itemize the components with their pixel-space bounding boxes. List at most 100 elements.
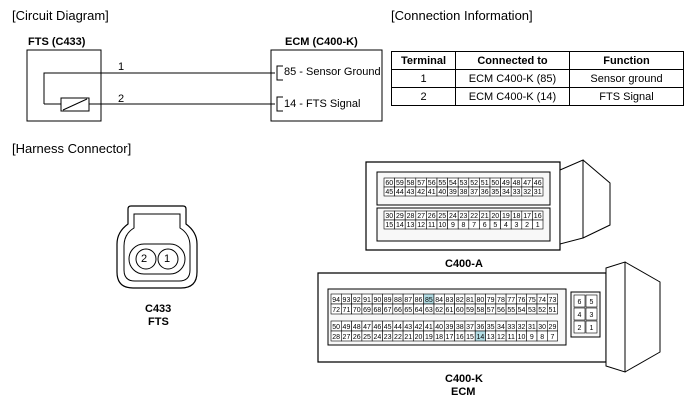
pin-label: 23	[460, 213, 468, 220]
pin-label: 5	[493, 222, 497, 229]
pin-label: 53	[528, 307, 536, 314]
pin-label: 10	[518, 334, 526, 341]
pin-label: 14	[396, 222, 404, 229]
pin-label: 34	[502, 189, 510, 196]
wire-2-label: 2	[118, 93, 125, 105]
pin-label: 57	[487, 307, 495, 314]
pin-label: 19	[502, 213, 510, 220]
pin-label: 3	[515, 222, 519, 229]
pin-label: 39	[446, 324, 454, 331]
pin-label: 39	[449, 189, 457, 196]
pin-cell	[585, 320, 598, 334]
pin-label: 40	[435, 324, 443, 331]
pin-label: 36	[481, 189, 489, 196]
pin-label: 35	[491, 189, 499, 196]
pin-label: 90	[373, 297, 381, 304]
pin-label: 50	[332, 324, 340, 331]
pin-label: 33	[513, 189, 521, 196]
pin-label: 50	[491, 180, 499, 187]
section-circuit-diagram: [Circuit Diagram]	[12, 8, 109, 23]
pin-label: 13	[407, 222, 415, 229]
pin-label: 79	[487, 297, 495, 304]
pin-label: 15	[466, 334, 474, 341]
pin-label: 56	[428, 180, 436, 187]
pin-label: 49	[343, 324, 351, 331]
pin-label: 11	[508, 334, 515, 341]
pin-cell	[573, 307, 586, 321]
pin-label: 43	[407, 189, 415, 196]
pin-label: 17	[523, 213, 531, 220]
pin-label: 60	[385, 180, 393, 187]
pin-label: 1	[590, 325, 594, 332]
pin-cell	[532, 219, 544, 230]
pin-label: 55	[438, 180, 446, 187]
pin-label: 34	[497, 324, 505, 331]
fts-component-label: FTS (C433)	[28, 36, 86, 48]
pin-label: 70	[353, 307, 361, 314]
pin-label: 80	[476, 297, 484, 304]
pin-label: 30	[385, 213, 393, 220]
pin-label: 38	[456, 324, 464, 331]
pin-label: 4	[504, 222, 508, 229]
pin-label: 48	[353, 324, 361, 331]
pin-label: 53	[460, 180, 468, 187]
pin-label: 12	[497, 334, 505, 341]
c433-pin-2-label: 2	[141, 253, 148, 265]
ecm-pin-85-label: 85 - Sensor Ground	[284, 66, 381, 78]
pin-label: 13	[487, 334, 495, 341]
pin-label: 26	[428, 213, 436, 220]
c400a-connector-label: C400-A	[445, 258, 483, 270]
pin-label: 45	[384, 324, 392, 331]
pin-label: 37	[466, 324, 474, 331]
pin-label: 28	[407, 213, 415, 220]
pin-label: 32	[523, 189, 531, 196]
pin-label: 45	[385, 189, 393, 196]
pin-label: 52	[538, 307, 546, 314]
pin-label: 49	[502, 180, 510, 187]
pin-label: 9	[530, 334, 534, 341]
pin-label: 20	[491, 213, 499, 220]
pin-label: 17	[446, 334, 454, 341]
pin-label: 42	[417, 189, 425, 196]
pin-label: 83	[446, 297, 454, 304]
pin-label: 74	[538, 297, 546, 304]
pin-label: 61	[446, 307, 454, 314]
pin-label: 43	[404, 324, 412, 331]
pin-label: 91	[363, 297, 371, 304]
section-harness-connector: [Harness Connector]	[12, 141, 132, 156]
pin-label: 25	[363, 334, 371, 341]
pin-label: 37	[470, 189, 478, 196]
pin-label: 14	[476, 334, 484, 341]
pin-label: 22	[470, 213, 478, 220]
pin-label: 40	[438, 189, 446, 196]
pin-label: 68	[373, 307, 381, 314]
pin-label: 27	[417, 213, 425, 220]
pin-label: 77	[507, 297, 515, 304]
pin-label: 28	[332, 334, 340, 341]
table-cell: FTS Signal	[569, 87, 684, 106]
pin-label: 58	[476, 307, 484, 314]
pin-label: 27	[343, 334, 351, 341]
pin-label: 60	[456, 307, 464, 314]
pin-label: 44	[394, 324, 402, 331]
pin-label: 86	[415, 297, 423, 304]
fts-box	[26, 49, 102, 122]
pin-label: 16	[534, 213, 542, 220]
table-cell: ECM C400-K (14)	[455, 87, 570, 106]
pin-label: 71	[343, 307, 351, 314]
pin-label: 44	[396, 189, 404, 196]
c433-connector-sublabel: FTS	[148, 316, 169, 328]
c400k-connector-label: C400-K	[445, 373, 483, 385]
pin-label: 52	[470, 180, 478, 187]
pin-label: 42	[415, 324, 423, 331]
pin-label: 4	[578, 312, 582, 319]
pin-label: 47	[523, 180, 531, 187]
pin-label: 8	[540, 334, 544, 341]
pin-label: 7	[472, 222, 476, 229]
pin-cell	[573, 320, 586, 334]
c433-connector-label: C433	[145, 303, 172, 315]
pin-label: 75	[528, 297, 536, 304]
pin-label: 51	[481, 180, 489, 187]
